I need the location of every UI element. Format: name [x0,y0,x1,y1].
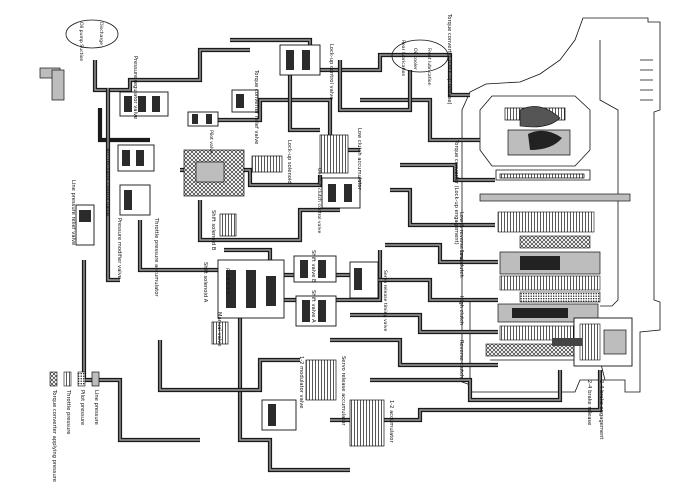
label-shift-solenoid-a: Shift solenoid A [202,262,208,303]
label-1-2-modulator-valve: 1-2 modulator valve [298,356,304,409]
label-shift-valve-a: Shift valve A [310,290,316,323]
label-low-clutch-accumulator: Low clutch accumulator [356,128,362,191]
legend-line-pressure: Line pressure [93,390,99,425]
overrun-clutch-control-valve [321,177,361,209]
shift-solenoid-b-body [219,213,237,237]
label-pressure-regulator-valve: Pressure regulator valve [132,56,138,119]
label-line-pressure-relief-valve: Line pressure relief valve [70,180,76,245]
valve-body [39,44,385,447]
legend-pilot-pressure: Pilot pressure [79,390,85,425]
legend-swatch-torque-converter [49,371,58,387]
label-lock-up-solenoid: Lock-up solenoid [286,140,292,184]
label-pilot-valve: Pilot valve [208,130,214,154]
label-high-clutch: High clutch [458,296,464,325]
label-pressure-modifier-valve: Pressure modifier valve [116,218,122,279]
label-oil-pump-suction: Oil pump Suction [78,22,84,62]
shift-solenoid-a-body [211,321,229,345]
label-servo-release-accumulator: Servo release accumulator [340,356,346,426]
legend-swatch-pilot-pressure [77,371,86,387]
lock-up-solenoid [251,155,283,173]
label-accumulator-control-valve: Accumulator control valve [104,148,110,216]
torque-converter [479,95,591,181]
label-oil-cooler: Oil cooler [412,48,418,70]
1-2-accumulator [349,399,385,447]
label-shift-valve-b: Shift valve B [310,250,316,283]
oil-pump-circle [65,19,119,49]
1-2-modulator-valve [261,399,297,431]
label-discharge: Discharge [98,22,104,45]
label-2-4-brake-release: 2-4 brake release [586,380,592,425]
label-lock-up-control-valve: Lock-up control valve [328,44,334,100]
brake-servo-2-4 [552,317,633,367]
label-manual-valve: Manual valve [216,312,222,346]
label-2-4-brake-engagement: 2-4 brake engagement [598,380,604,439]
label-manual-positions: P R N D 2 1 [224,268,230,294]
label-overrun-clutch-control-valve: Overrun clutch control valve [316,168,322,233]
legend-swatch-throttle-pressure [63,371,72,387]
lubrication-circle [391,39,449,73]
legend-throttle-pressure: Throttle pressure [65,389,71,434]
transmission-housing [461,17,661,393]
labels: Oil pump Suction Discharge Pressure regu… [70,13,604,443]
label-torque-converter-lockup-engagement: Torque converter (Lock-up engagement) [453,139,459,245]
label-shift-solenoid-b: Shift solenoid B [210,210,216,251]
label-rear-lubrication: Rear lubrication [400,40,406,76]
callouts [65,19,449,73]
control-block [183,149,245,197]
label-low-clutch: Low clutch [458,250,464,278]
label-low-reverse-brake: Low & reverse brake [458,212,464,265]
label-throttle-pressure-accumulator: Throttle pressure accumulator [153,217,159,297]
label-servo-release-timing-valve: Servo release timing valve [382,270,388,331]
label-front-lubrication: Front lubrication [426,48,432,86]
label-reverse-clutch: Reverse clutch [458,340,464,378]
label-1-2-accumulator: 1-2 accumulator [388,400,394,443]
servo-release-accumulator [305,359,337,401]
low-clutch-accumulator [319,134,349,174]
legend: Line pressure Pilot pressure Throttle pr… [49,371,100,482]
label-torque-converter-relief-valve: Torque converter relief valve [253,69,259,144]
legend-swatch-line-pressure [91,371,100,387]
legend-torque-converter-applying: Torque converter applying pressure [51,389,57,482]
label-torque-converter-lockup-release: Torque converter (Lock-up release) [446,13,452,105]
input-shaft [479,193,631,202]
